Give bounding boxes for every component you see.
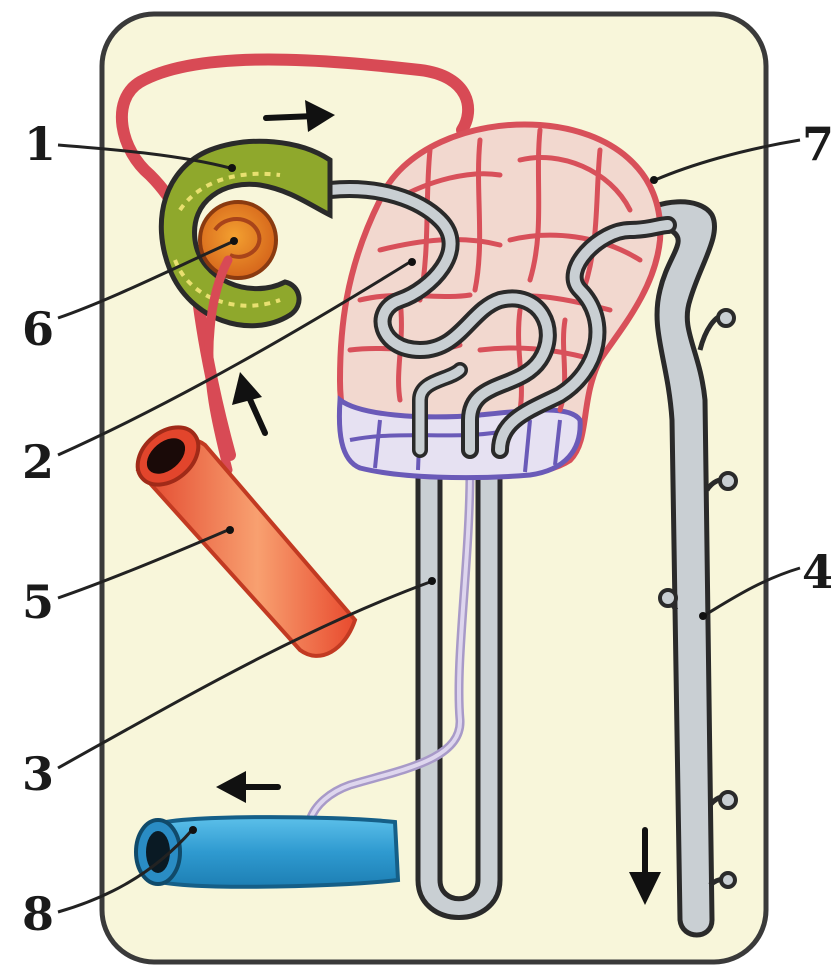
label-2: 2: [22, 435, 54, 489]
glomerulus: [200, 202, 276, 278]
label-5: 5: [22, 575, 54, 629]
label-4: 4: [802, 545, 831, 599]
label-3: 3: [22, 747, 54, 801]
label-1: 1: [24, 117, 56, 171]
label-8: 8: [22, 887, 54, 941]
label-6: 6: [22, 302, 54, 356]
renal-vein: [136, 817, 398, 887]
label-7: 7: [802, 117, 831, 171]
